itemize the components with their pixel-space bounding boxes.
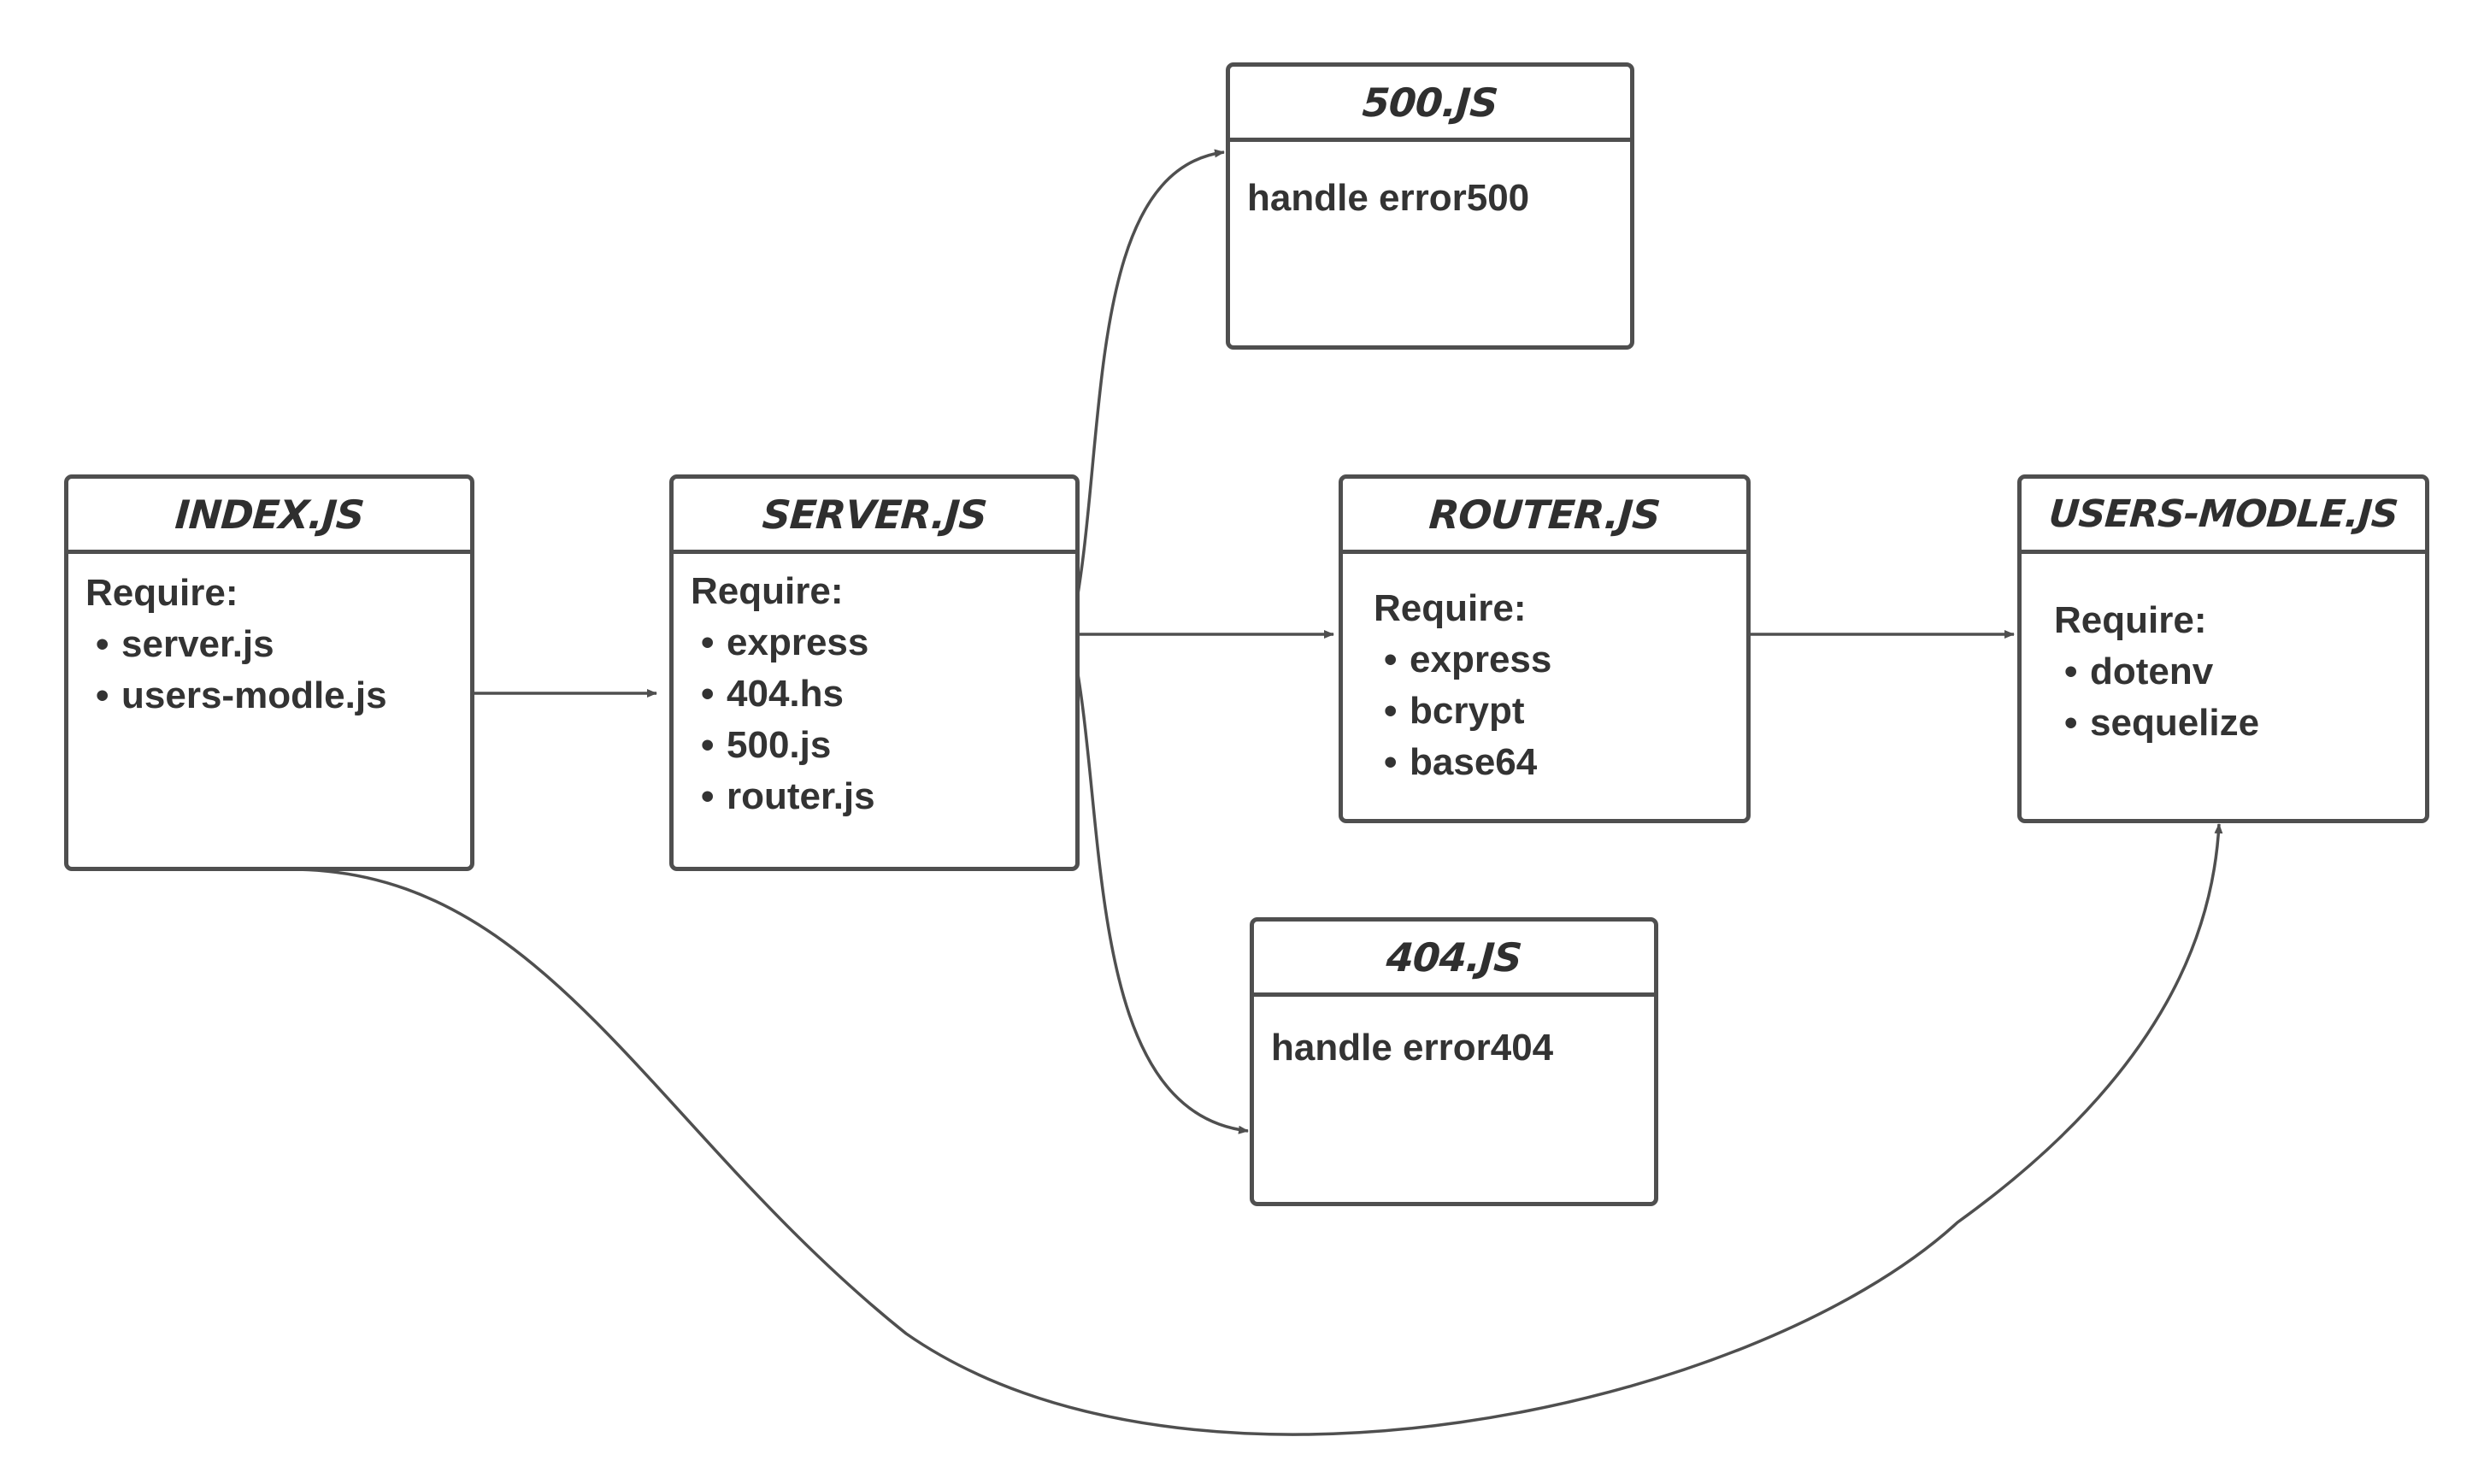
- node-index-js-header: INDEX.JS: [68, 479, 470, 554]
- node-server-js-body: Require: express 404.hs 500.js router.js: [674, 554, 1075, 822]
- node-500-js-description: handle error500: [1247, 177, 1530, 219]
- node-server-js-header: SERVER.JS: [674, 479, 1075, 554]
- node-500-js-header: 500.JS: [1230, 67, 1630, 142]
- node-500-js-title: 500.JS: [1361, 79, 1499, 126]
- require-item: router.js: [701, 771, 1075, 822]
- node-users-modle-js-header: USERS-MODLE.JS: [2022, 479, 2425, 554]
- node-users-modle-js-body: Require: dotenv sequelize: [2022, 554, 2425, 749]
- require-item: bcrypt: [1384, 686, 1746, 737]
- node-index-js-require-label: Require:: [85, 572, 238, 614]
- require-item: server.js: [96, 619, 470, 670]
- require-item: express: [701, 617, 1075, 668]
- node-server-js-title: SERVER.JS: [761, 491, 988, 538]
- node-router-js-body: Require: express bcrypt base64: [1343, 554, 1746, 788]
- node-server-js-require-list: express 404.hs 500.js router.js: [691, 617, 1075, 822]
- node-404-js-description: handle error404: [1271, 1027, 1554, 1069]
- node-router-js-require-list: express bcrypt base64: [1374, 634, 1746, 788]
- node-server-js-require-label: Require:: [691, 570, 844, 612]
- require-item: 500.js: [701, 720, 1075, 771]
- node-500-js-body: handle error500: [1230, 142, 1630, 224]
- node-404-js-header: 404.JS: [1254, 922, 1654, 997]
- node-404-js-title: 404.JS: [1385, 933, 1523, 980]
- require-item: dotenv: [2064, 646, 2425, 698]
- node-server-js[interactable]: SERVER.JS Require: express 404.hs 500.js…: [669, 474, 1080, 871]
- edge-server-to-404: [1068, 633, 1249, 1134]
- node-users-modle-js-require-label: Require:: [2054, 599, 2207, 641]
- require-item: users-modle.js: [96, 670, 470, 721]
- node-404-js[interactable]: 404.JS handle error404: [1250, 917, 1658, 1206]
- node-router-js-title: ROUTER.JS: [1427, 491, 1662, 538]
- node-router-js-require-label: Require:: [1374, 587, 1527, 629]
- node-404-js-body: handle error404: [1254, 997, 1654, 1074]
- node-users-modle-js[interactable]: USERS-MODLE.JS Require: dotenv sequelize: [2017, 474, 2429, 823]
- node-users-modle-js-title: USERS-MODLE.JS: [2047, 492, 2399, 536]
- edge-server-to-500: [1068, 149, 1225, 635]
- node-index-js-body: Require: server.js users-modle.js: [68, 554, 470, 721]
- node-router-js[interactable]: ROUTER.JS Require: express bcrypt base64: [1339, 474, 1751, 823]
- require-item: sequelize: [2064, 698, 2425, 749]
- require-item: base64: [1384, 737, 1746, 788]
- node-users-modle-js-require-list: dotenv sequelize: [2054, 646, 2425, 749]
- node-index-js[interactable]: INDEX.JS Require: server.js users-modle.…: [64, 474, 474, 871]
- node-index-js-require-list: server.js users-modle.js: [85, 619, 470, 721]
- require-item: 404.hs: [701, 668, 1075, 720]
- node-index-js-title: INDEX.JS: [173, 491, 366, 538]
- require-item: express: [1384, 634, 1746, 686]
- node-500-js[interactable]: 500.JS handle error500: [1226, 62, 1634, 350]
- node-router-js-header: ROUTER.JS: [1343, 479, 1746, 554]
